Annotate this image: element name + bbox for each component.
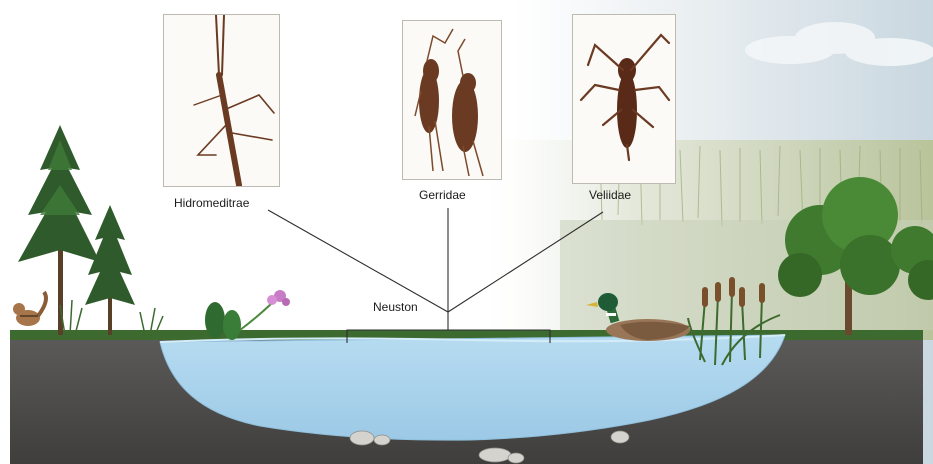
hidromeditrae-label: Hidromeditrae — [174, 196, 249, 210]
hidromeditrae-photo — [163, 14, 280, 187]
veliidae-label: Veliidae — [589, 188, 631, 202]
veliidae-photo — [572, 14, 676, 184]
gerridae-photo — [402, 20, 502, 180]
riffle-bug-icon — [573, 15, 676, 184]
gerridae-label: Gerridae — [419, 188, 466, 202]
neuston-label: Neuston — [373, 300, 418, 314]
water-measurer-insect-icon — [164, 15, 280, 187]
water-strider-pair-icon — [403, 21, 502, 180]
